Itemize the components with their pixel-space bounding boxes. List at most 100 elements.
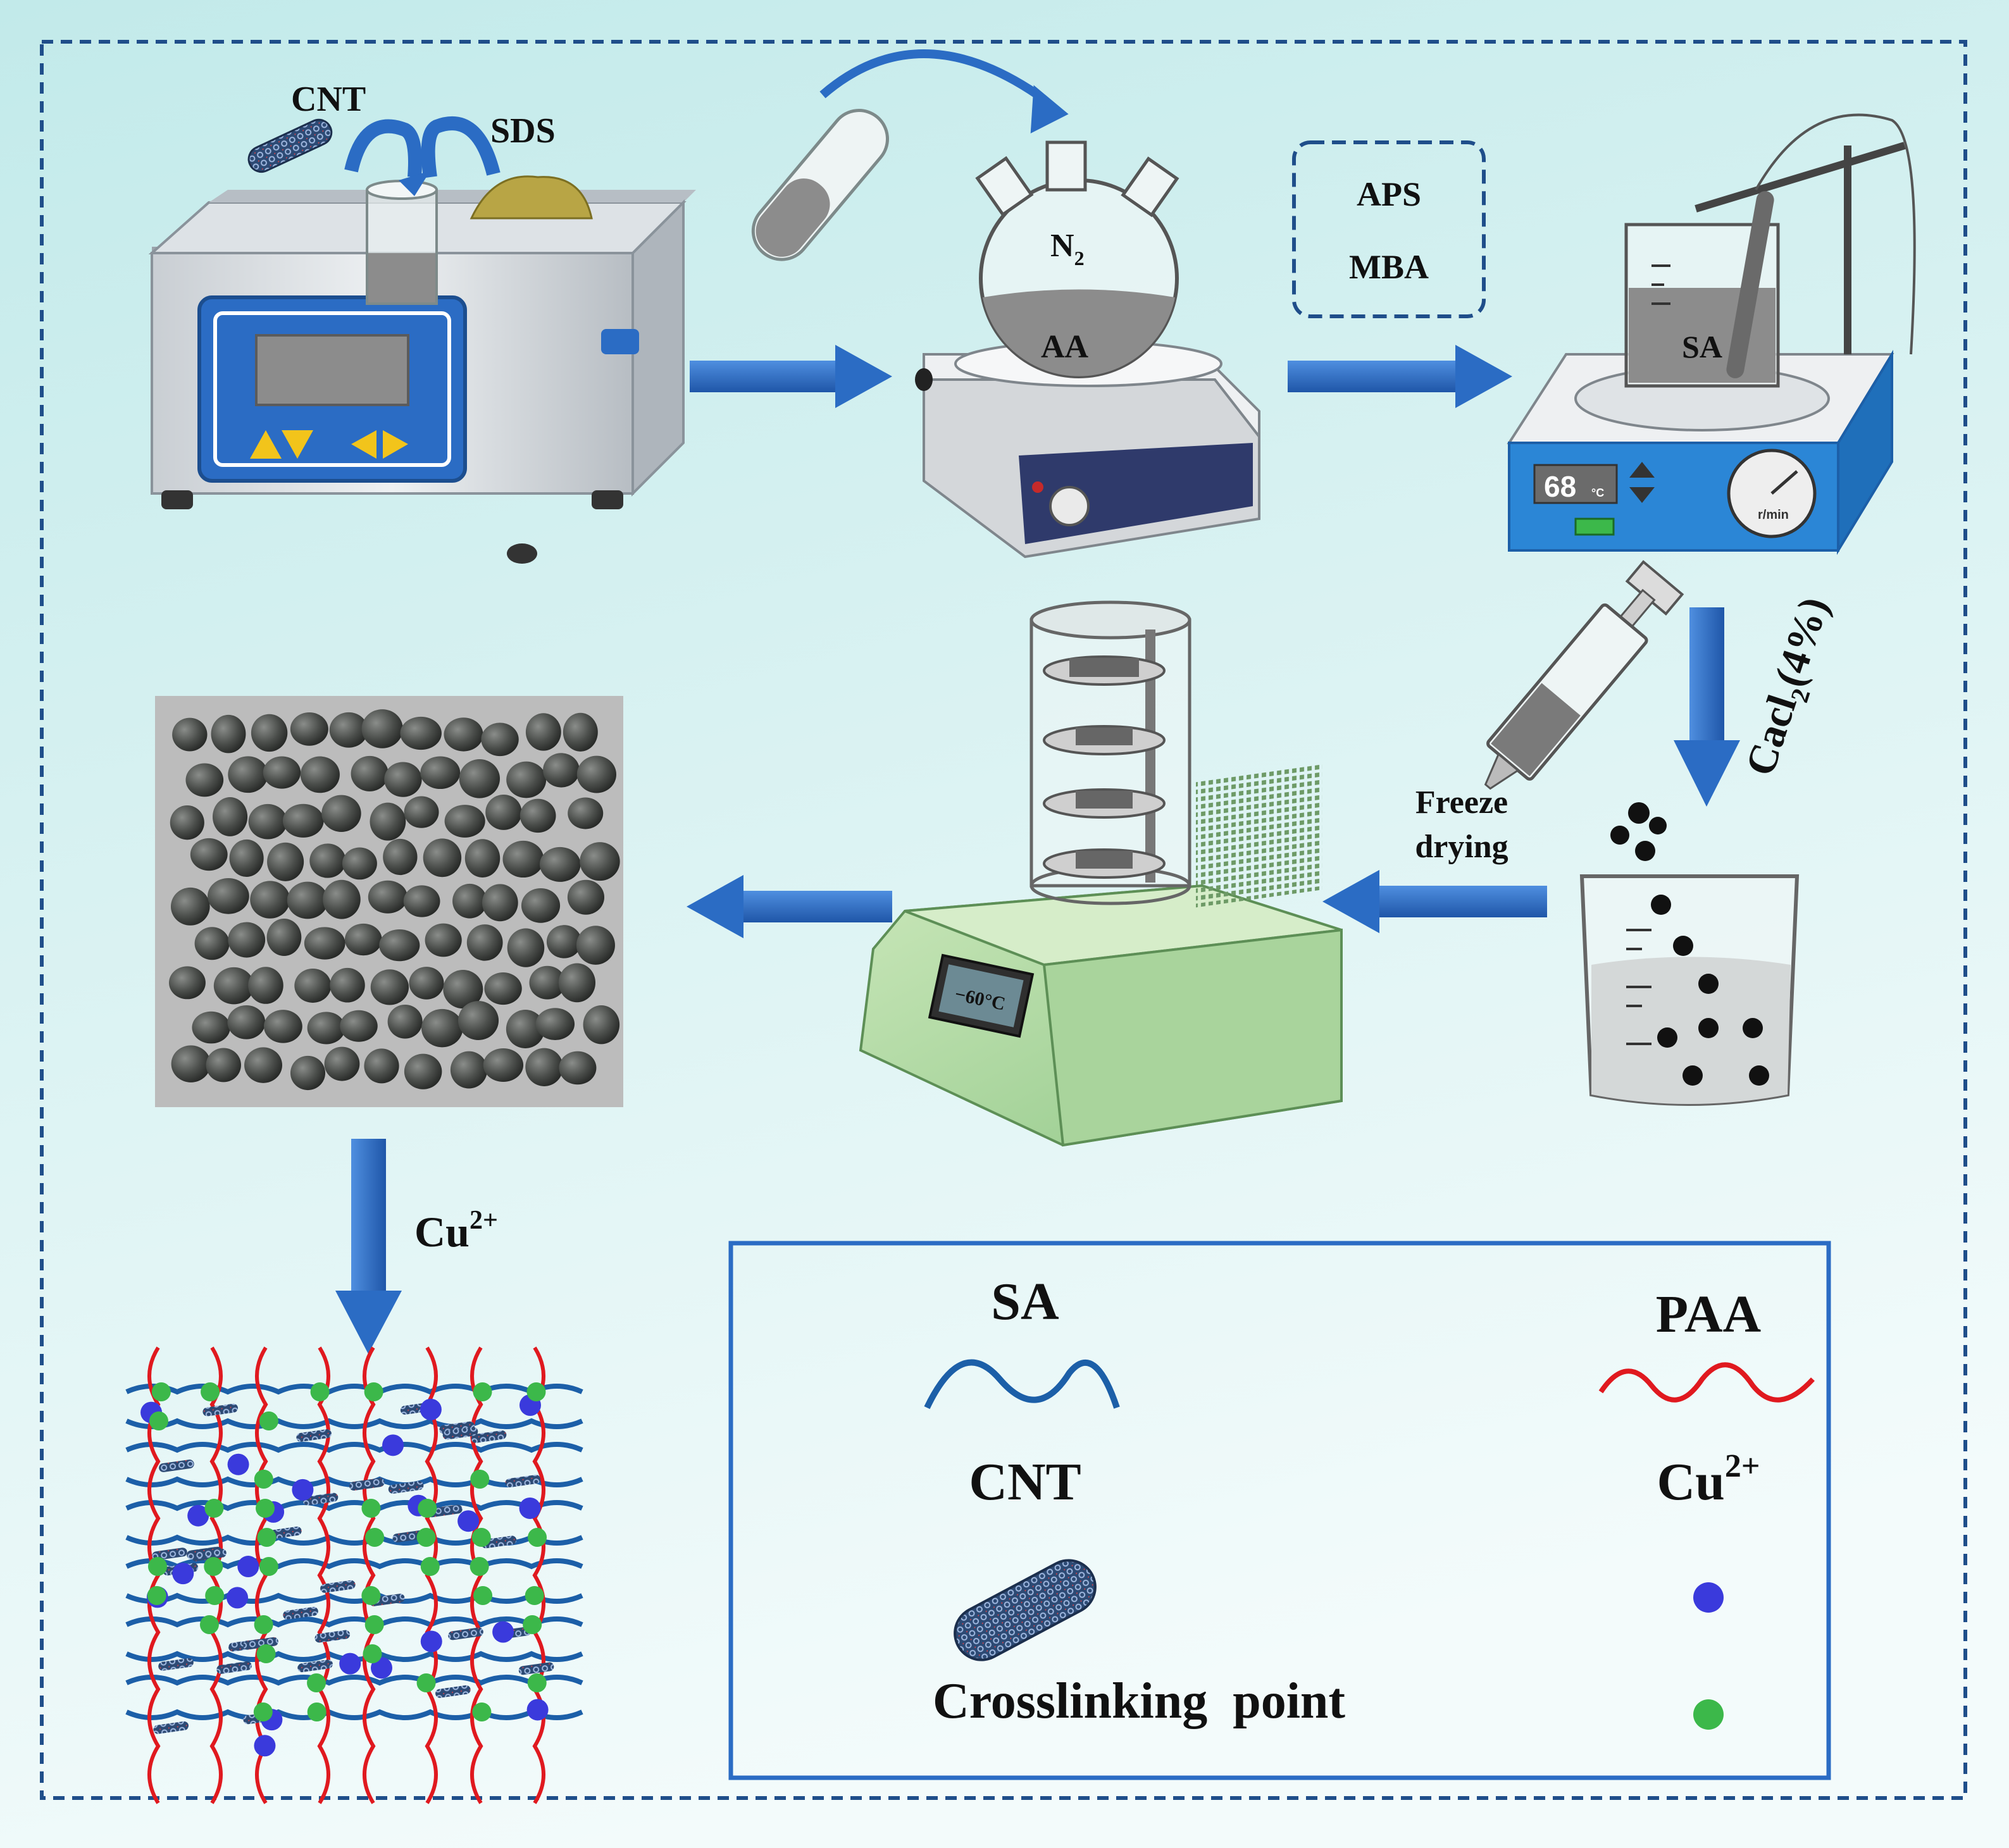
gel-bead xyxy=(506,761,547,798)
gel-bead xyxy=(290,712,328,746)
cnt-segment xyxy=(158,1658,194,1671)
aps-label: APS xyxy=(1357,175,1421,213)
cnt-segment xyxy=(388,1481,424,1494)
crosslink-point xyxy=(364,1382,383,1401)
cnt-segment xyxy=(283,1606,318,1620)
sds-label: SDS xyxy=(490,111,556,151)
gel-bead xyxy=(266,919,302,956)
heating-stirrer-setup: 68 °C r/min SA xyxy=(1507,113,1916,555)
paa-chain xyxy=(317,1346,330,1804)
gel-bead xyxy=(192,1011,230,1044)
temp-unit: °C xyxy=(1591,487,1604,499)
gel-bead xyxy=(344,923,382,956)
cu-ion xyxy=(420,1398,442,1420)
gel-bead xyxy=(228,922,266,958)
cnt-segment xyxy=(442,1427,478,1440)
gel-bead xyxy=(507,928,545,967)
temp-value: 68 xyxy=(1544,470,1576,503)
gel-bead xyxy=(170,805,204,840)
crosslink-point xyxy=(364,1615,384,1634)
gel-bead xyxy=(482,884,518,922)
gel-bead xyxy=(384,762,422,797)
crosslink-point xyxy=(527,1673,547,1692)
gel-bead xyxy=(506,1010,545,1049)
sds-transfer-arrow xyxy=(421,116,501,178)
gel-bead xyxy=(330,967,365,1003)
cnt-segment xyxy=(349,1478,385,1491)
crosslink-point xyxy=(525,1586,544,1605)
gel-bead xyxy=(576,926,615,965)
cu-ion xyxy=(370,1657,392,1679)
gel-bead xyxy=(484,972,522,1005)
gel-bead xyxy=(481,722,519,757)
gel-bead xyxy=(403,885,440,917)
arrow-step2-to-step3 xyxy=(1288,345,1512,408)
mba-label: MBA xyxy=(1349,248,1429,286)
gel-bead xyxy=(576,755,616,793)
gel-bead xyxy=(340,1010,378,1042)
gel-bead xyxy=(387,1004,423,1039)
gel-bead xyxy=(457,1001,499,1041)
crosslink-point xyxy=(310,1382,330,1401)
gel-bead xyxy=(287,881,328,919)
cu-ion xyxy=(519,1497,541,1519)
gel-bead xyxy=(227,1005,266,1039)
crosslink-point xyxy=(256,1644,276,1663)
n2-label: N2 xyxy=(1050,228,1085,270)
gel-bead xyxy=(321,795,361,832)
crosslink-point xyxy=(416,1528,436,1547)
cu-ion xyxy=(382,1434,404,1456)
gel-bead xyxy=(251,714,288,752)
cnt-tube-icon xyxy=(247,118,333,173)
legend-cnt-label: CNT xyxy=(969,1453,1081,1511)
cnt-segment xyxy=(202,1403,239,1417)
sa-chain xyxy=(125,1675,583,1686)
gel-bead xyxy=(342,847,377,880)
gel-bead xyxy=(263,1010,302,1043)
sa-chain xyxy=(125,1384,583,1395)
legend-cnt-icon xyxy=(954,1559,1097,1661)
gel-bead xyxy=(400,716,442,750)
gel-bead xyxy=(444,805,485,838)
gel-bead xyxy=(370,802,406,841)
cnt-segment xyxy=(448,1627,483,1640)
gel-bead xyxy=(250,881,290,919)
gel-bead xyxy=(559,1051,597,1085)
crosslink-point xyxy=(528,1528,547,1547)
crosslink-point xyxy=(418,1499,437,1518)
cnt-segment xyxy=(153,1721,189,1734)
initiator-box: APS MBA xyxy=(1292,140,1486,318)
gel-bead xyxy=(450,1051,488,1089)
sa-chain xyxy=(125,1558,583,1570)
cu-ion xyxy=(420,1630,442,1653)
crosslink-beaker xyxy=(1579,874,1800,1106)
cnt-segment xyxy=(505,1475,541,1487)
gel-bead xyxy=(282,803,324,838)
gel-bead xyxy=(452,883,487,919)
gel-bead xyxy=(529,965,566,1000)
gel-bead xyxy=(423,838,462,877)
gel-bead xyxy=(263,756,301,789)
legend-crosslink-dot xyxy=(1693,1699,1724,1730)
gel-bead xyxy=(539,846,581,882)
crosslink-point xyxy=(470,1470,490,1489)
gel-bead xyxy=(563,712,598,752)
crosslink-point xyxy=(256,1499,275,1518)
gel-bead xyxy=(558,963,595,1003)
legend-sa-wave xyxy=(924,1359,1120,1410)
gel-bead xyxy=(466,924,503,961)
crosslink-point xyxy=(257,1528,277,1547)
gel-bead xyxy=(190,838,228,871)
gel-bead xyxy=(211,714,246,753)
gel-bead xyxy=(483,1048,524,1082)
crosslink-point xyxy=(420,1557,440,1576)
gel-bead xyxy=(248,803,287,840)
crosslink-point xyxy=(307,1673,327,1692)
crosslink-point xyxy=(253,1702,273,1721)
bath-display xyxy=(255,334,409,406)
legend-cu-dot xyxy=(1693,1582,1724,1613)
gel-bead xyxy=(324,1046,360,1081)
gel-bead xyxy=(546,925,582,958)
cu-ion xyxy=(339,1653,361,1675)
crosslink-point xyxy=(365,1528,385,1547)
